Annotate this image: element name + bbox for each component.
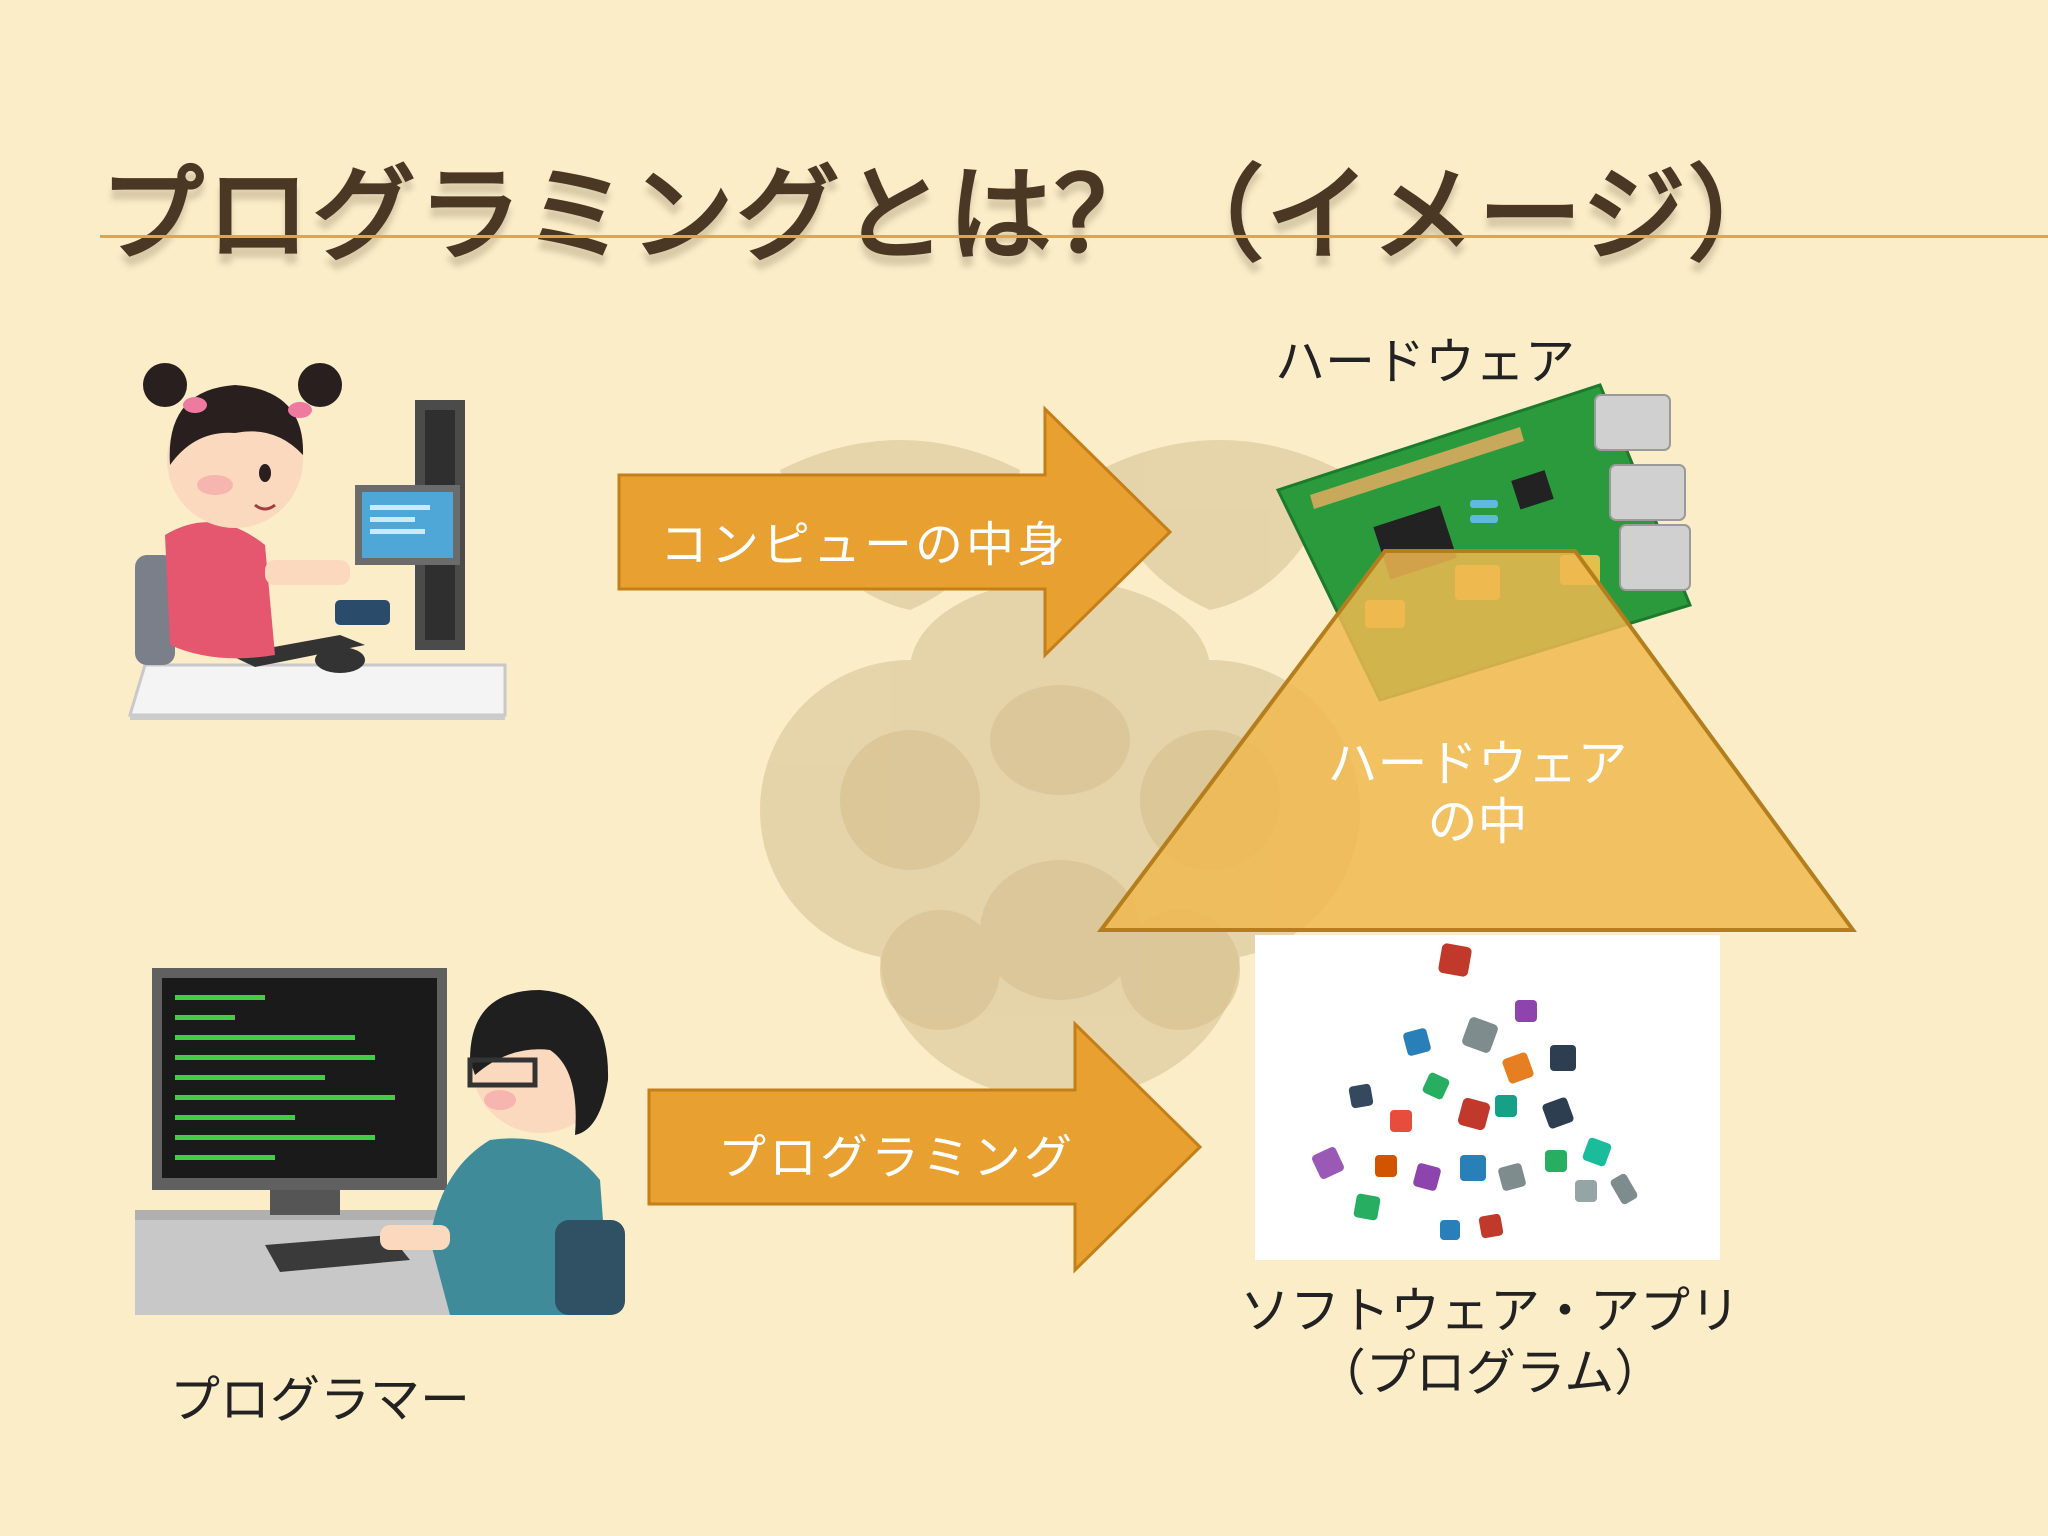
- hardware-label: ハードウェア: [1275, 333, 1575, 391]
- software-label: ソフトウェア・アプリ （プログラム）: [1190, 1280, 1790, 1404]
- girl-at-computer-illustration: [127, 363, 507, 720]
- programmer-label: プログラマー: [170, 1371, 470, 1429]
- hardware-pyramid: [1097, 549, 1857, 932]
- app-icons-cloud-image: [1312, 943, 1638, 1240]
- title-underline: [100, 235, 2048, 238]
- software-label-line2: （プログラム）: [1315, 1344, 1665, 1402]
- slide-title: プログラミングとは？（イメージ）: [100, 154, 1794, 276]
- pyramid-label: ハードウェア の中: [1230, 735, 1725, 851]
- app-icons-panel: [1255, 935, 1720, 1260]
- programmer-at-terminal-illustration: [135, 968, 625, 1315]
- bottom-arrow: [647, 1020, 1203, 1274]
- pyramid-label-line1: ハードウェア: [1327, 735, 1628, 793]
- top-arrow-label: コンピューの中身: [660, 517, 1069, 573]
- top-arrow: [617, 405, 1173, 659]
- pyramid-label-line2: の中: [1427, 793, 1528, 851]
- software-label-line1: ソフトウェア・アプリ: [1240, 1282, 1740, 1340]
- bottom-arrow-label: プログラミング: [718, 1130, 1076, 1186]
